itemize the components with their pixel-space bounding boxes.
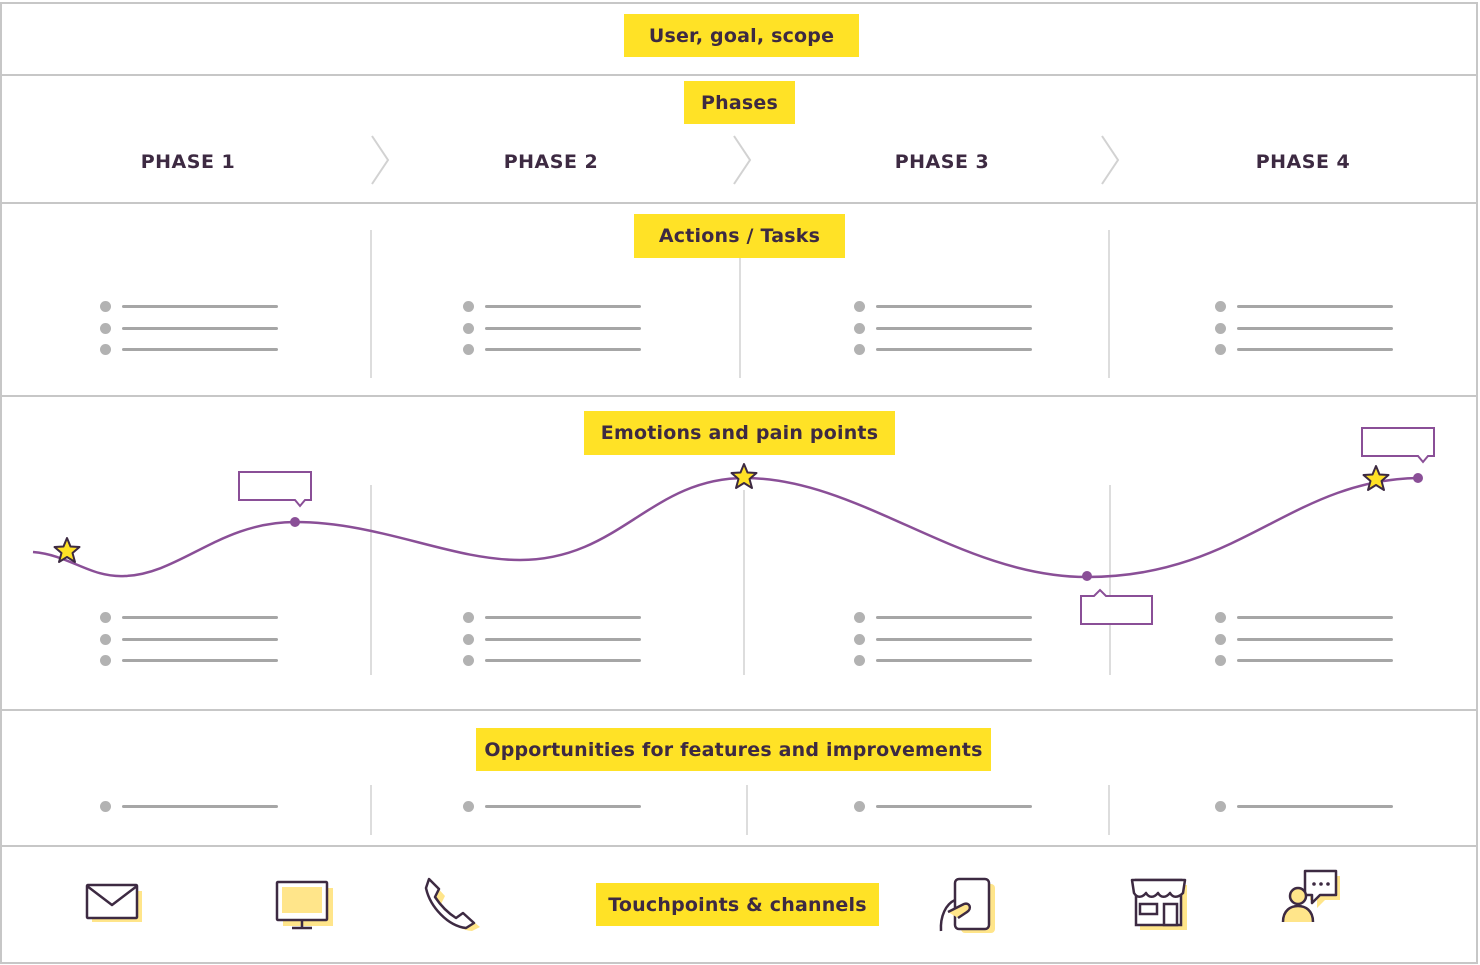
star-icon <box>1362 465 1390 491</box>
frame-top <box>0 2 1478 4</box>
phase-chevron-3 <box>1101 135 1120 185</box>
list-item <box>463 655 648 677</box>
emotions-list-phase-4 <box>1215 612 1400 677</box>
list-item <box>1215 612 1400 634</box>
divider-3 <box>0 395 1478 397</box>
frame-left <box>0 2 2 963</box>
divider-1 <box>0 74 1478 76</box>
list-item <box>100 655 285 677</box>
opportunities-divider-2 <box>746 785 748 835</box>
actions-list-phase-1 <box>100 301 285 366</box>
user-goal-scope-label: User, goal, scope <box>624 14 859 57</box>
list-item <box>100 612 285 634</box>
frame-right <box>1476 2 1478 963</box>
list-item <box>1215 301 1400 323</box>
emotions-divider-1 <box>370 485 372 675</box>
star-icon <box>730 463 758 489</box>
actions-divider-1 <box>370 230 372 378</box>
emotions-list-phase-2 <box>463 612 648 677</box>
star-icon <box>53 537 81 563</box>
opportunities-list-phase-2 <box>463 801 648 823</box>
list-item <box>463 301 648 323</box>
curve-point <box>290 517 300 527</box>
opportunities-list-phase-4 <box>1215 801 1400 823</box>
phone-icon <box>424 877 480 931</box>
divider-5 <box>0 845 1478 847</box>
list-item <box>854 322 1039 345</box>
list-item <box>100 301 285 323</box>
list-item <box>100 344 285 366</box>
list-item <box>463 801 648 823</box>
list-item <box>463 633 648 656</box>
opportunities-list-phase-3 <box>854 801 1039 823</box>
storefront-icon <box>1130 878 1187 930</box>
actions-list-phase-3 <box>854 301 1039 366</box>
list-item <box>854 655 1039 677</box>
emotion-curve <box>32 476 1419 579</box>
emotions-pain-points-label: Emotions and pain points <box>584 411 895 455</box>
list-item <box>1215 322 1400 345</box>
list-item <box>854 801 1039 823</box>
speech-bubble-icon <box>238 471 312 508</box>
emotions-list-phase-1 <box>100 612 285 677</box>
divider-2 <box>0 202 1478 204</box>
list-item <box>463 322 648 345</box>
list-item <box>1215 344 1400 366</box>
touchpoints-label: Touchpoints & channels <box>596 883 879 926</box>
list-item <box>463 344 648 366</box>
phase-4-title: PHASE 4 <box>1255 151 1351 173</box>
opportunities-divider-1 <box>370 785 372 835</box>
emotions-list-phase-3 <box>854 612 1039 677</box>
chat-person-icon <box>1281 869 1340 923</box>
desktop-icon <box>275 880 333 930</box>
actions-list-phase-4 <box>1215 301 1400 366</box>
phase-chevron-2 <box>733 135 752 185</box>
list-item <box>463 612 648 634</box>
opportunities-divider-3 <box>1108 785 1110 835</box>
divider-4 <box>0 709 1478 711</box>
phases-label: Phases <box>684 81 795 124</box>
list-item <box>854 612 1039 634</box>
list-item <box>1215 801 1400 823</box>
frame-bottom <box>0 962 1478 964</box>
phase-chevron-1 <box>371 135 390 185</box>
opportunities-label: Opportunities for features and improveme… <box>476 728 991 771</box>
list-item <box>1215 633 1400 656</box>
curve-point <box>1413 473 1423 483</box>
actions-tasks-label: Actions / Tasks <box>634 214 845 258</box>
actions-list-phase-2 <box>463 301 648 366</box>
phase-3-title: PHASE 3 <box>894 151 990 173</box>
list-item <box>1215 655 1400 677</box>
speech-bubble-icon <box>1361 427 1435 464</box>
actions-divider-3 <box>1108 230 1110 378</box>
list-item <box>100 633 285 656</box>
emotions-divider-3 <box>1109 485 1111 675</box>
emotions-divider-2 <box>743 490 745 675</box>
curve-point <box>1082 571 1092 581</box>
smartphone-icon <box>939 877 995 933</box>
list-item <box>854 633 1039 656</box>
list-item <box>100 322 285 345</box>
opportunities-list-phase-1 <box>100 801 285 823</box>
list-item <box>854 301 1039 323</box>
actions-divider-2 <box>739 258 741 378</box>
phase-1-title: PHASE 1 <box>140 151 236 173</box>
envelope-icon <box>85 883 142 922</box>
phase-2-title: PHASE 2 <box>503 151 599 173</box>
list-item <box>100 801 285 823</box>
speech-bubble-icon <box>1080 588 1153 625</box>
list-item <box>854 344 1039 366</box>
